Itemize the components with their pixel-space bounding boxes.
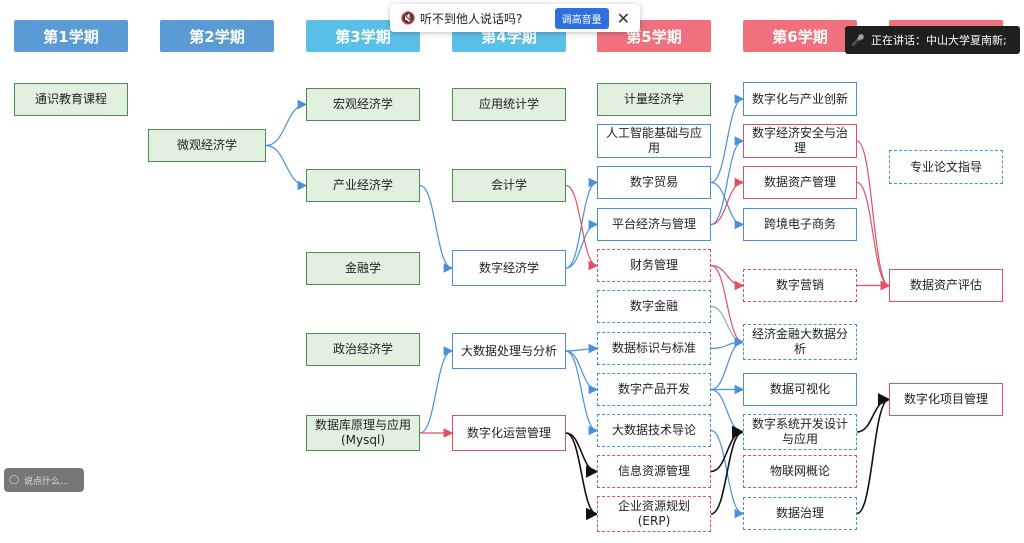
course-node-yingyong: 应用统计学 [452, 88, 566, 121]
course-node-hongguan: 宏观经济学 [306, 88, 420, 121]
semester-header-s5: 第5学期 [597, 20, 711, 52]
course-node-dashujufenxi: 经济金融大数据分析 [743, 324, 857, 360]
edge-shuzijingji-to-pingtai [565, 219, 599, 269]
edge-weiguan-to-chanye [265, 144, 308, 191]
course-node-zhengzhi: 政治经济学 [306, 333, 420, 366]
course-node-shuzijinrong: 数字金融 [597, 290, 711, 323]
course-node-dashuju: 大数据处理与分析 [452, 333, 566, 369]
edge-anquan-to-pinggu [856, 140, 891, 291]
course-node-chuangxin: 数字化与产业创新 [743, 82, 857, 116]
course-node-jiliang: 计量经济学 [597, 83, 711, 116]
course-node-caiwu: 财务管理 [597, 249, 711, 282]
course-node-biaoshi: 数据标识与标准 [597, 332, 711, 365]
course-node-tongshi: 通识教育课程 [14, 83, 128, 116]
course-node-shuzijingji: 数字经济学 [452, 250, 566, 286]
mic-muted-icon: 🎤 [851, 33, 865, 47]
course-node-zichan: 数据资产管理 [743, 166, 857, 199]
edge-yunying-to-xinxi [565, 432, 599, 478]
edge-caiwu-to-yingxiao [710, 264, 745, 291]
edge-erp-to-xitong [710, 425, 745, 515]
course-node-rengong: 人工智能基础与应用 [597, 124, 711, 158]
course-node-shujuku: 数据库原理与应用 (Mysql) [306, 415, 420, 451]
edge-chanye-to-shuzijingji [419, 184, 454, 273]
edge-dashuju-to-jishu [565, 350, 599, 436]
semester-header-s1: 第1学期 [14, 20, 128, 52]
semester-header-s6: 第6学期 [743, 20, 857, 52]
course-node-yunying: 数字化运营管理 [452, 415, 566, 451]
course-node-maoyi: 数字贸易 [597, 166, 711, 199]
edge-shuzijinrong-to-dashujufenxi [710, 305, 745, 347]
close-notice-button[interactable]: ✕ [616, 8, 630, 28]
course-node-jinrong: 金融学 [306, 252, 420, 285]
audio-notice-text: 听不到他人说话吗? [420, 11, 523, 26]
raise-volume-button[interactable]: 调高音量 [554, 7, 609, 29]
course-node-wulianwang: 物联网概论 [743, 455, 857, 488]
edge-pingtai-to-zichan [710, 177, 745, 226]
edge-weiguan-to-hongguan [265, 99, 308, 147]
course-node-pingtai: 平台经济与管理 [597, 208, 711, 241]
edge-xinxi-to-xitong [710, 425, 745, 473]
course-node-weiguan: 微观经济学 [148, 129, 266, 162]
course-node-kuajing: 跨境电子商务 [743, 208, 857, 241]
course-node-chanpin: 数字产品开发 [597, 373, 711, 406]
chat-placeholder: 说点什么... [24, 476, 69, 487]
course-node-pinggu: 数据资产评估 [889, 269, 1003, 302]
chat-bubble-icon: ◯ [8, 475, 20, 485]
course-node-xitong: 数字系统开发设计与应用 [743, 414, 857, 450]
course-node-xiangmu: 数字化项目管理 [889, 383, 1003, 416]
speaker-indicator: 🎤 正在讲话：中山大学夏南新; [845, 26, 1020, 54]
edge-dashuju-to-biaoshi [565, 343, 599, 354]
edge-yunying-to-erp [565, 432, 599, 521]
edge-chanpin-to-dashujufenxi [710, 337, 745, 391]
edge-chanpin-to-xitong [710, 388, 745, 437]
course-node-anquan: 数字经济安全与治理 [743, 124, 857, 158]
course-node-jishu: 大数据技术导论 [597, 414, 711, 447]
edge-zichan-to-pinggu [856, 181, 891, 291]
speaker-muted-icon: 🔇 [400, 11, 416, 25]
course-node-xinxi: 信息资源管理 [597, 455, 711, 488]
course-node-kuaiji: 会计学 [452, 169, 566, 202]
edge-layer [265, 94, 891, 521]
chat-input[interactable]: ◯ 说点什么... [4, 468, 84, 492]
course-node-chanye: 产业经济学 [306, 169, 420, 202]
audio-notice-bar: 🔇 听不到他人说话吗? 调高音量 ✕ [390, 4, 640, 32]
edge-xitong-to-xiangmu [856, 393, 891, 433]
course-node-zhili: 数据治理 [743, 497, 857, 530]
course-node-keshihua: 数据可视化 [743, 373, 857, 406]
course-node-lunwen: 专业论文指导 [889, 150, 1003, 184]
semester-header-s2: 第2学期 [160, 20, 274, 52]
edge-dashuju-to-chanpin [565, 350, 599, 395]
edge-shujuku-to-dashuju [419, 346, 454, 434]
edge-kuaiji-to-caiwu [565, 184, 599, 271]
edge-pingtai-to-anquan [710, 136, 745, 226]
course-node-erp: 企业资源规划 (ERP) [597, 496, 711, 532]
speaker-text: 正在讲话：中山大学夏南新; [871, 34, 1007, 47]
course-node-yingxiao: 数字营销 [743, 269, 857, 302]
edge-caiwu-to-dashujufenxi [710, 264, 745, 347]
edge-maoyi-to-chuangxin [710, 94, 745, 184]
